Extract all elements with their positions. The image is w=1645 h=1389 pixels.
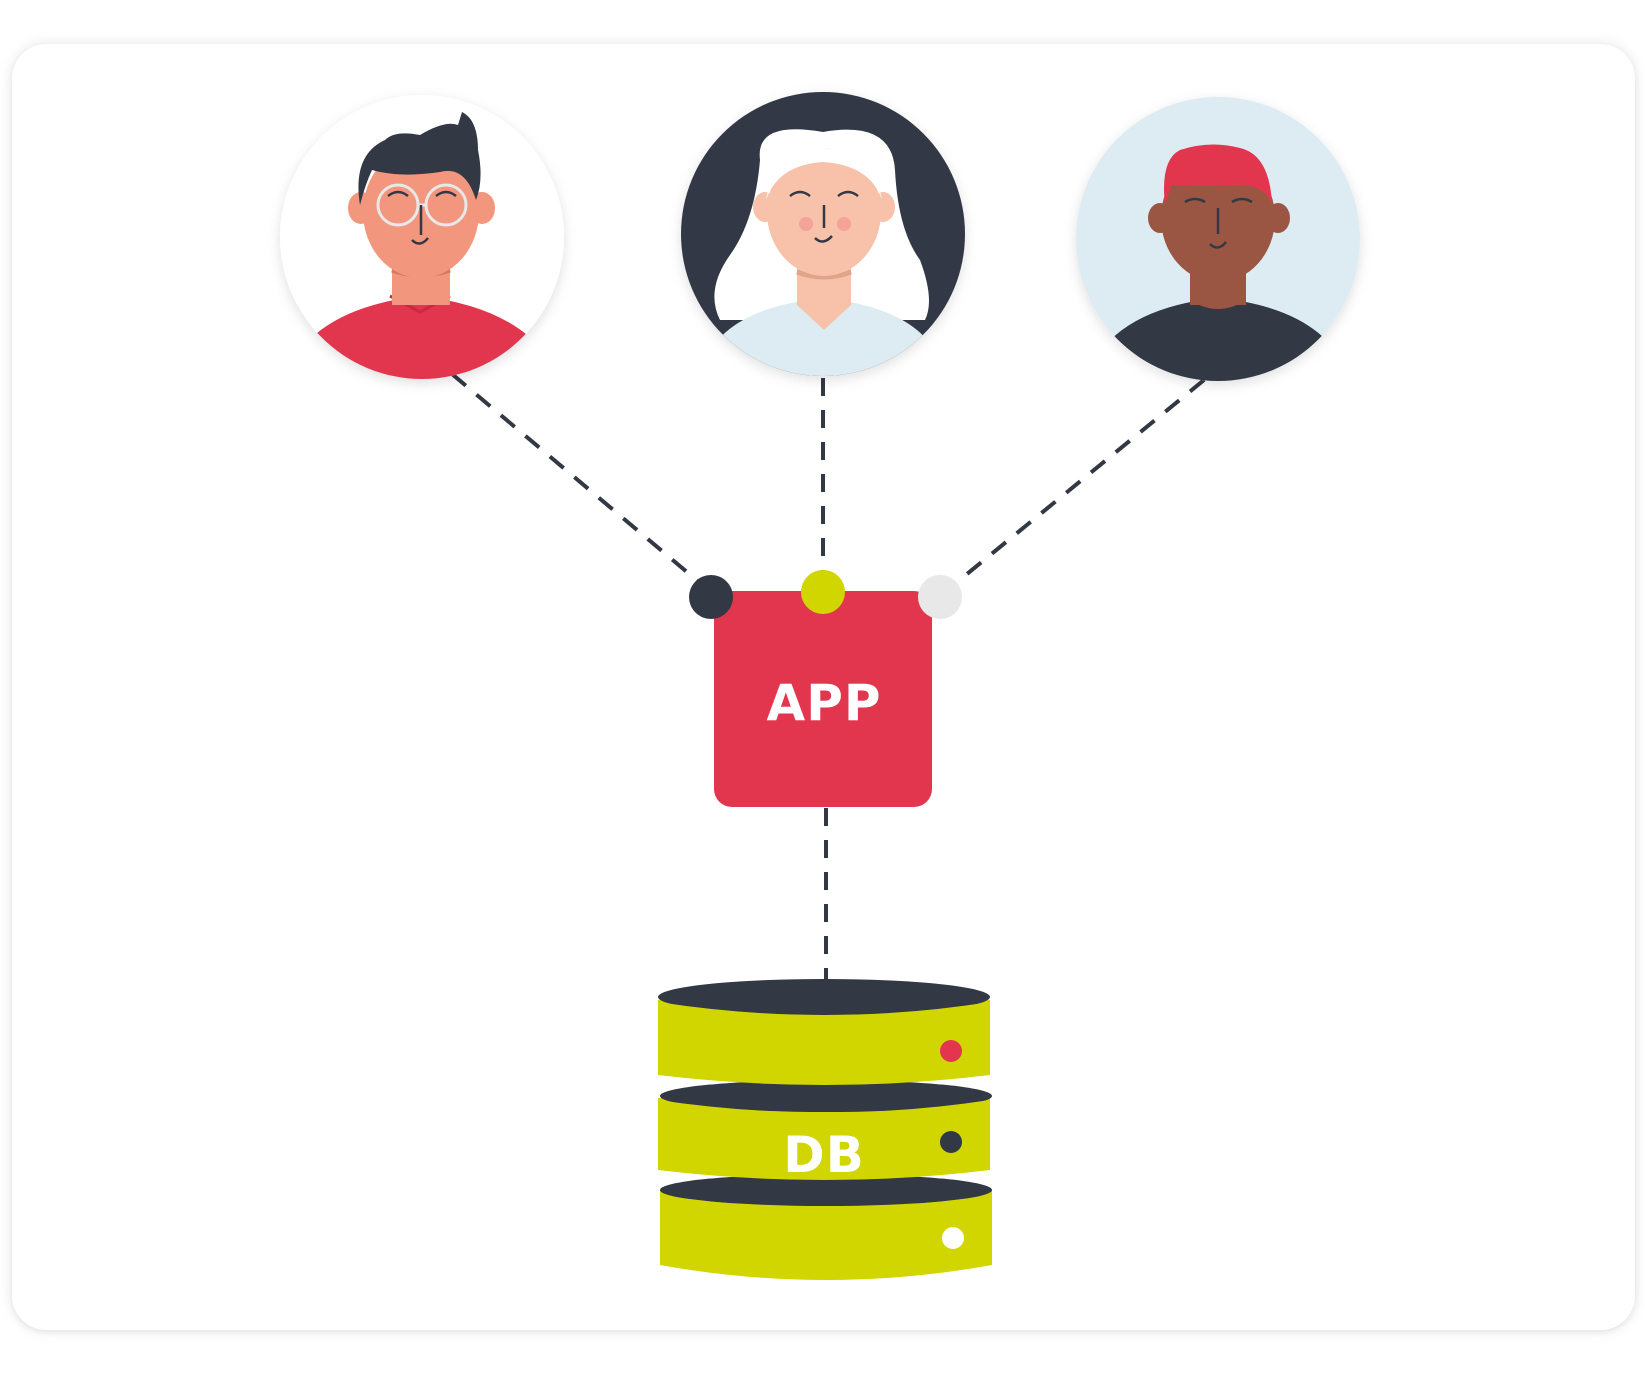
app-box-icon	[689, 570, 962, 807]
db-led-red	[940, 1040, 962, 1062]
app-port-dark	[689, 575, 733, 619]
user-glasses-avatar-icon	[280, 95, 564, 379]
db-label: DB	[783, 1126, 865, 1184]
db-led-white	[942, 1227, 964, 1249]
app-port-gray	[918, 575, 962, 619]
app-port-lime	[801, 570, 845, 614]
connector-lines	[450, 372, 1206, 982]
connector-user3-app	[954, 378, 1206, 585]
user-red-hair-avatar-icon	[1076, 97, 1360, 381]
database-stack-icon	[658, 979, 992, 1280]
connector-user1-app	[450, 372, 702, 585]
user-long-hair-avatar-icon	[681, 92, 965, 376]
app-label: APP	[766, 674, 882, 732]
db-led-dark	[940, 1131, 962, 1153]
